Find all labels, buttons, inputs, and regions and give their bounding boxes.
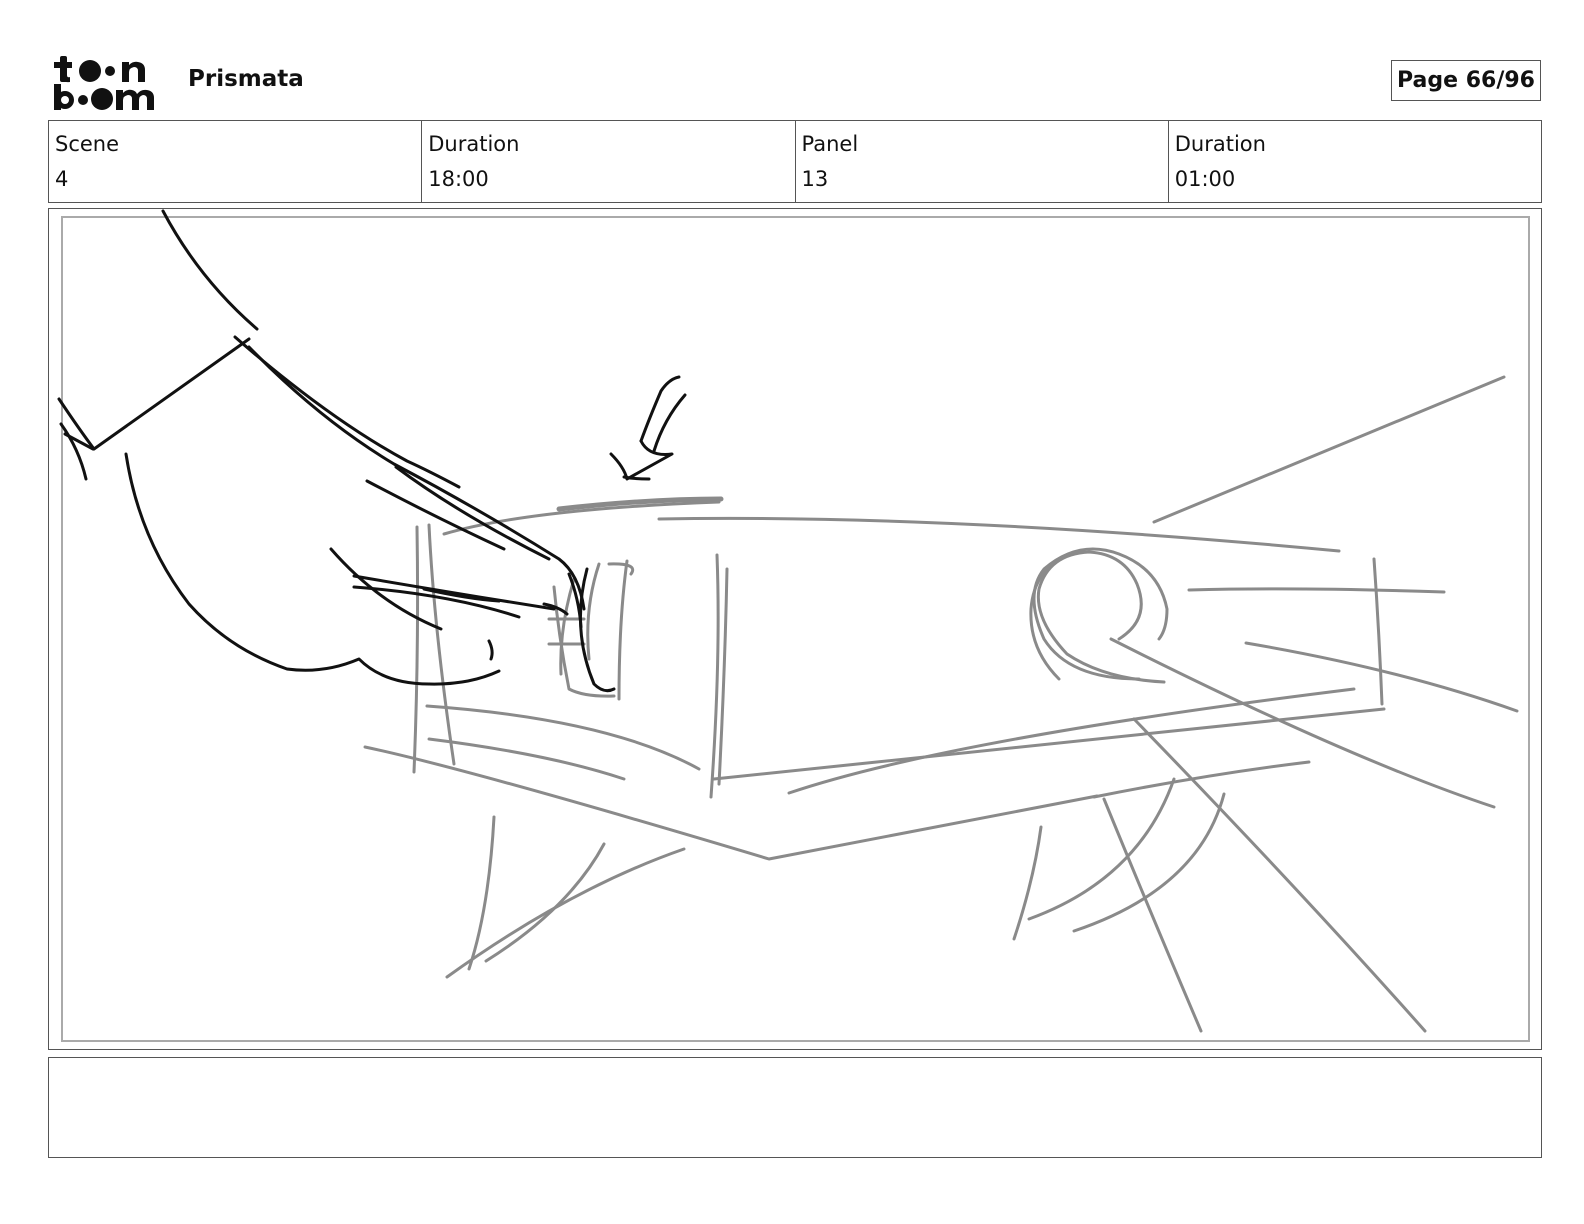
- storyboard-panel: [48, 208, 1542, 1050]
- page-indicator: Page 66/96: [1391, 60, 1541, 101]
- panel-cell: Panel 13: [796, 121, 1169, 202]
- scene-label: Scene: [55, 132, 120, 156]
- project-title: Prismata: [188, 66, 304, 92]
- scene-duration-label: Duration: [428, 132, 520, 156]
- panel-duration-value: 01:00: [1174, 167, 1236, 191]
- toon-boom-logo: [54, 56, 154, 110]
- panel-duration-cell: Duration 01:00: [1169, 121, 1541, 202]
- scene-cell: Scene 4: [49, 121, 423, 202]
- safe-area-frame: [61, 216, 1530, 1042]
- panel-sketch: [57, 209, 1519, 1033]
- panel-duration-label: Duration: [1174, 132, 1266, 156]
- scene-duration-cell: Duration 18:00: [422, 121, 796, 202]
- panel-value: 13: [801, 167, 829, 191]
- panel-notes[interactable]: [48, 1057, 1542, 1158]
- scene-info-table: Scene 4 Duration 18:00 Panel 13 Duration…: [48, 120, 1542, 203]
- scene-value: 4: [55, 167, 69, 191]
- scene-duration-value: 18:00: [428, 167, 489, 191]
- panel-label: Panel: [801, 132, 859, 156]
